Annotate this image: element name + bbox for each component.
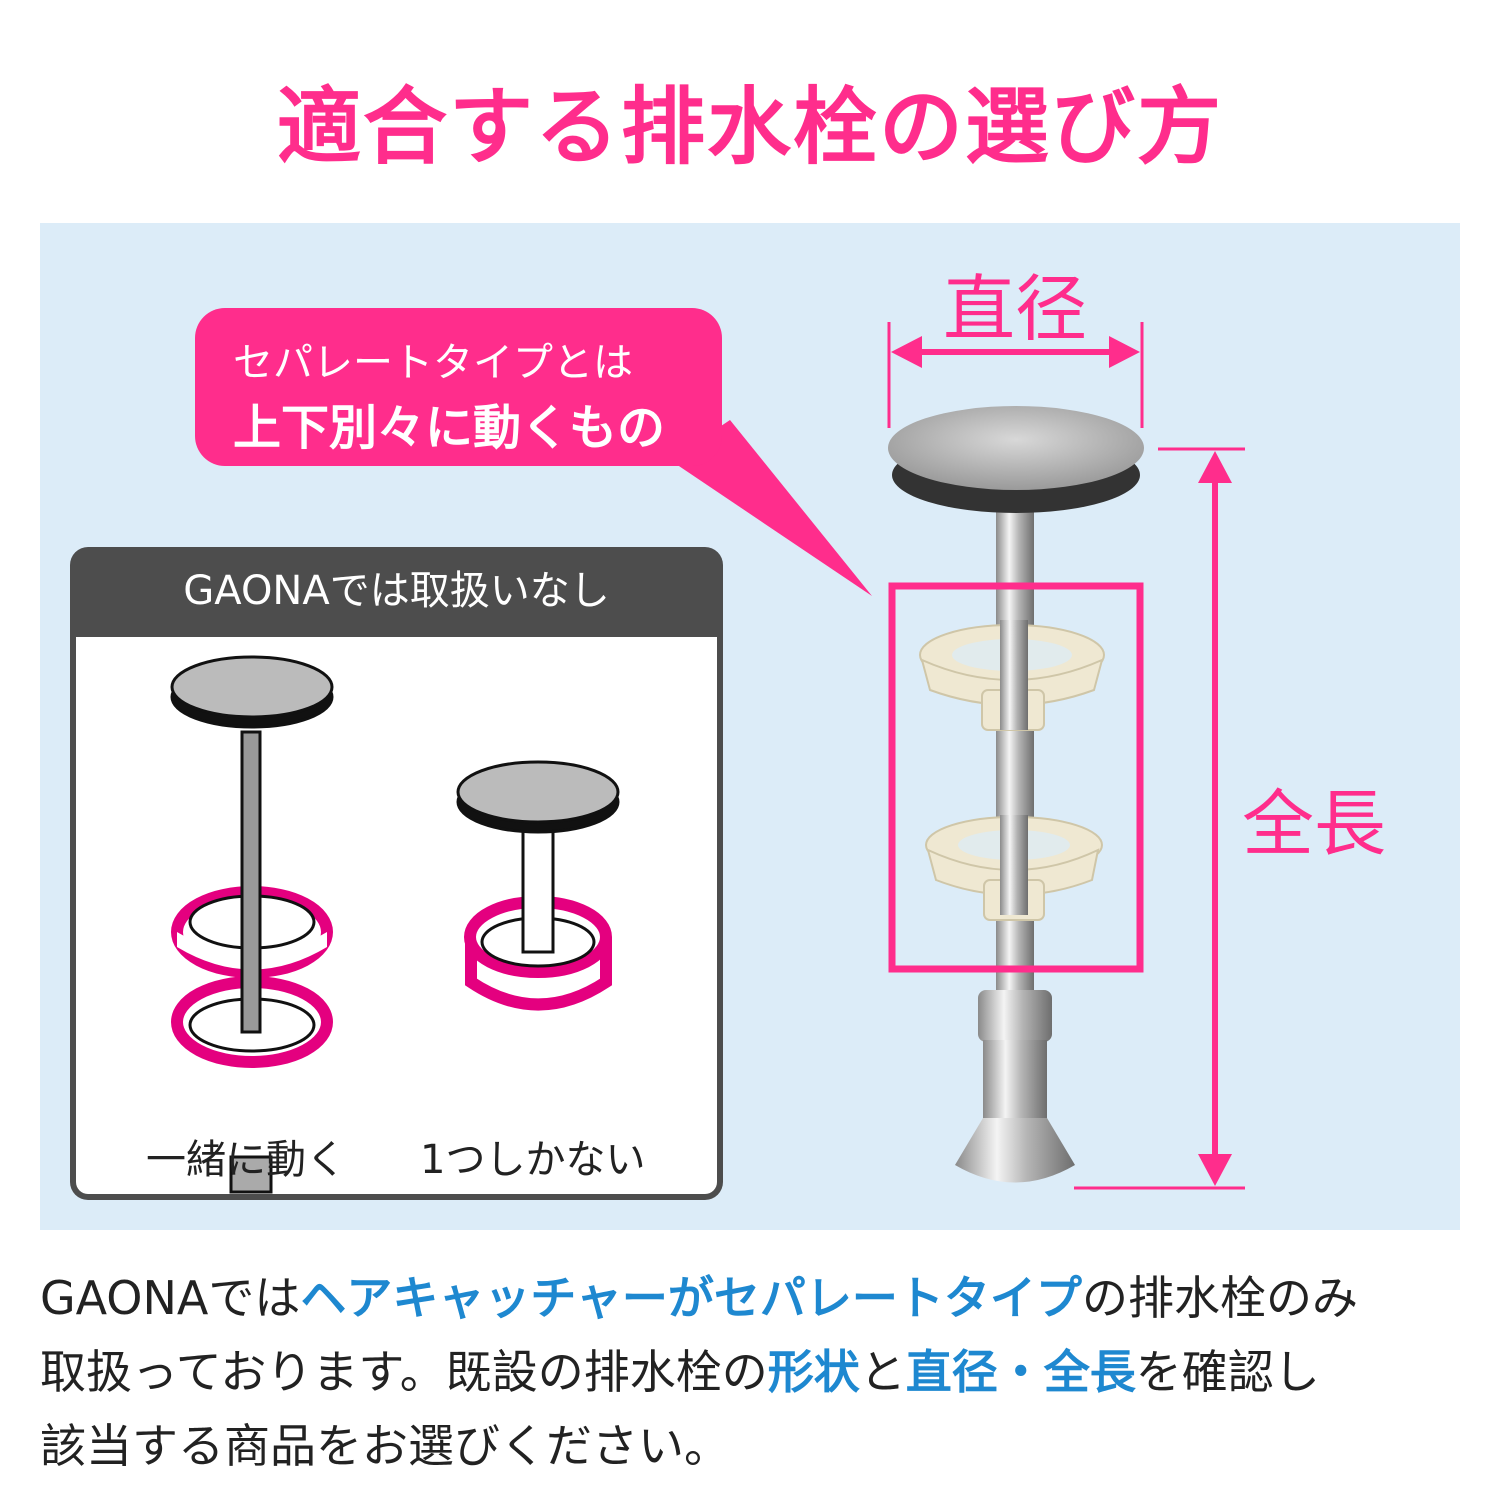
not-handled-box: GAONAでは取扱いなし — [70, 547, 723, 1200]
moves-together-stopper-icon — [170, 655, 334, 1194]
diameter-arrow — [887, 322, 1144, 428]
not-handled-header: GAONAでは取扱いなし — [183, 568, 610, 614]
diameter-label: 直径 — [943, 267, 1088, 351]
caption-moves-together: 一緒に動く — [146, 1137, 346, 1183]
separate-type-callout: セパレートタイプとは 上下別々に動くもの — [195, 308, 722, 466]
text: GAONAでは — [40, 1271, 301, 1325]
text: の排水栓のみ — [1081, 1271, 1358, 1325]
highlight-text: 直径・全長 — [905, 1345, 1136, 1399]
non-separate-illustrations — [170, 655, 620, 1194]
text: と — [859, 1345, 906, 1399]
page-title: 適合する排水栓の選び方 — [276, 78, 1223, 176]
bottom-text-line3: 該当する商品をお選びください。 — [40, 1419, 730, 1473]
length-label: 全長 — [1242, 782, 1387, 866]
single-basket-stopper-icon — [456, 760, 620, 1012]
highlight-text: 形状 — [767, 1345, 860, 1399]
bottom-text-line1: GAONAではヘアキャッチャーがセパレートタイプの排水栓のみ — [40, 1262, 1480, 1328]
callout-line2: 上下別々に動くもの — [233, 400, 666, 456]
length-arrow — [1074, 447, 1245, 1190]
callout-tail — [670, 420, 872, 596]
separate-highlight-box — [888, 582, 1144, 973]
bottom-text-line2: 取扱っております。既設の排水栓の形状と直径・全長を確認し — [40, 1336, 1480, 1402]
drain-stopper-photo — [888, 406, 1144, 1183]
highlight-text: ヘアキャッチャーがセパレートタイプ — [300, 1271, 1082, 1325]
callout-line1: セパレートタイプとは — [233, 340, 633, 386]
text: を確認し — [1135, 1345, 1320, 1399]
text: 取扱っております。既設の排水栓の — [40, 1345, 768, 1399]
caption-only-one: 1つしかない — [420, 1137, 646, 1183]
